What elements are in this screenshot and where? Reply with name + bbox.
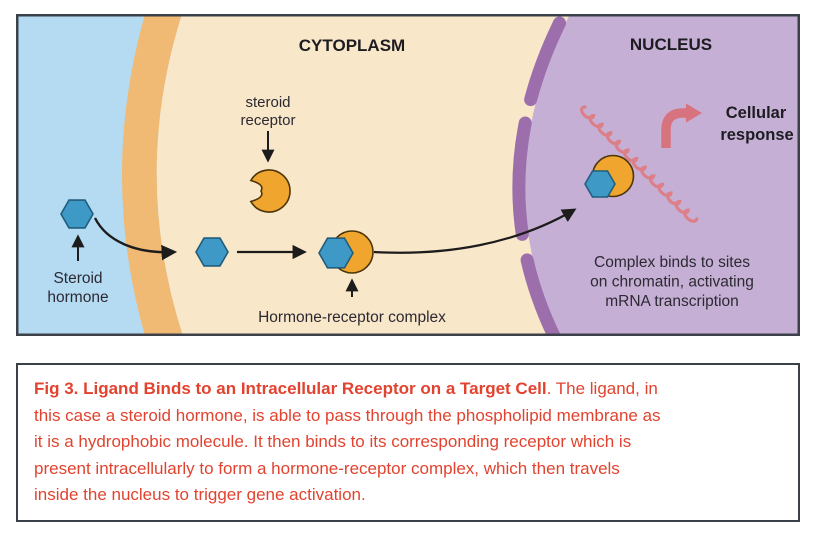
chromatin-note-line3: mRNA transcription [605, 293, 739, 310]
arrow-hormone-entry [93, 217, 178, 261]
steroid-hormone-label-line2: hormone [47, 289, 108, 306]
nuclear-complex-shape [584, 154, 635, 198]
caption-title: Fig 3. Ligand Binds to an Intracellular … [34, 379, 547, 398]
diagram-border [16, 14, 800, 336]
hormone-hexagon-complex [318, 237, 354, 269]
steroid-hormone-label-line1: Steroid [53, 270, 102, 287]
caption-body: . The ligand, in this case a steroid hor… [34, 379, 661, 505]
hormone-receptor-complex-label: Hormone-receptor complex [258, 309, 446, 326]
hormone-hexagon-nucleus [584, 170, 616, 198]
steroid-receptor-label-line1: steroid [245, 94, 290, 111]
cell-diagram: CYTOPLASM NUCLEUS steroid receptor Stero… [16, 14, 800, 336]
nucleus-label: NUCLEUS [630, 35, 712, 54]
nuclear-envelope [512, 14, 571, 336]
hormone-receptor-complex-shape [318, 230, 374, 274]
steroid-hormone-hexagon [60, 199, 94, 229]
cellular-response-arrowhead [686, 103, 702, 123]
chromatin-strand [580, 105, 699, 223]
plasma-membrane [122, 14, 183, 336]
chromatin-note-line2: on chromatin, activating [590, 274, 754, 291]
chromatin-note-line1: Complex binds to sites [594, 254, 750, 271]
arrow-complex-to-nucleus [373, 208, 577, 254]
cytoplasm-label: CYTOPLASM [299, 36, 405, 55]
figure-caption-box: Fig 3. Ligand Binds to an Intracellular … [16, 363, 800, 522]
steroid-receptor-shape [249, 169, 291, 213]
steroid-receptor-label-line2: receptor [240, 112, 295, 129]
cellular-response-arrow [661, 103, 702, 148]
figure-caption: Fig 3. Ligand Binds to an Intracellular … [18, 365, 798, 520]
hormone-hexagon-cytoplasm [195, 237, 229, 267]
cellular-response-label-line1: Cellular [726, 104, 787, 122]
nucleus-region [524, 14, 800, 336]
cellular-response-label-line2: response [720, 126, 793, 144]
